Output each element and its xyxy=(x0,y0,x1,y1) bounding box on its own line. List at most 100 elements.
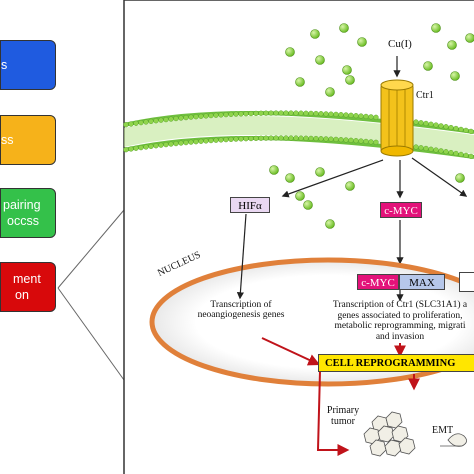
lipid-head xyxy=(268,110,274,116)
copper-ion xyxy=(303,200,313,210)
lipid-head xyxy=(433,147,439,153)
lipid-head xyxy=(133,145,139,151)
hif-box: HIFα xyxy=(230,197,270,213)
lipid-head xyxy=(338,137,344,143)
ctr1-text-line4: and invasion xyxy=(375,331,425,342)
lipid-head xyxy=(258,110,264,116)
copper-ion xyxy=(450,71,460,81)
primary-tumor-line1: Primary xyxy=(326,405,360,416)
arrow-ctr1-right xyxy=(411,157,468,197)
lipid-head xyxy=(173,140,179,147)
copper-ion xyxy=(269,165,279,175)
lipid-head xyxy=(323,111,329,117)
lipid-head xyxy=(203,113,209,119)
lipid-head xyxy=(453,125,459,132)
lipid-head xyxy=(308,110,314,116)
lipid-head xyxy=(463,127,469,133)
lipid-head xyxy=(413,144,419,150)
lipid-head xyxy=(243,136,249,142)
cmyc-box: c-MYC xyxy=(380,202,422,218)
copper-ion xyxy=(431,23,441,33)
lipid-head xyxy=(418,145,424,151)
lipid-head xyxy=(283,135,289,141)
primary-tumor-label: Primary tumor xyxy=(318,405,368,427)
legend-box-3-line2: occss xyxy=(7,214,39,228)
lipid-head xyxy=(458,151,464,158)
lipid-head xyxy=(133,120,139,126)
lipid-head xyxy=(288,110,294,116)
lipid-head xyxy=(313,135,319,142)
arrow-ctr1-to-hif xyxy=(281,159,384,198)
legend-box-1-text: s xyxy=(1,58,8,72)
lipid-head xyxy=(368,114,374,120)
copper-ion xyxy=(423,61,433,71)
lipid-head xyxy=(443,149,449,155)
copper-ion xyxy=(345,75,355,85)
lipid-head xyxy=(348,137,354,143)
copper-ions xyxy=(269,23,474,229)
legend-box-4-line2: on xyxy=(15,288,29,302)
lipid-head xyxy=(238,111,244,117)
lipid-head xyxy=(298,135,304,141)
lipid-head xyxy=(193,139,199,145)
lipid-head xyxy=(443,124,449,130)
copper-ion xyxy=(285,173,295,183)
lipid-head xyxy=(273,135,279,141)
legend-box-4: ment on xyxy=(0,262,56,312)
lipid-head xyxy=(153,118,159,124)
lipid-head xyxy=(343,137,349,143)
neo-text-line1: Transcription of xyxy=(210,300,272,310)
copper-ion xyxy=(465,33,474,43)
copper-ion xyxy=(295,77,305,87)
lipid-head xyxy=(138,145,144,151)
lipid-head xyxy=(358,113,364,119)
lipid-head xyxy=(413,119,419,125)
ctr1-text-line1: Transcription of Ctr1 (SLC31A1) a xyxy=(332,300,468,310)
lipid-head xyxy=(373,114,379,120)
lipid-head xyxy=(318,111,324,117)
lipid-head xyxy=(183,140,189,146)
lipid-head xyxy=(203,138,209,144)
legend-box-1: s xyxy=(0,40,56,90)
lipid-head xyxy=(278,135,284,141)
lipid-head xyxy=(168,141,174,147)
copper-ion xyxy=(325,219,335,229)
lipid-head xyxy=(318,136,324,142)
primary-tumor-cluster xyxy=(363,411,416,457)
lipid-head xyxy=(193,114,199,120)
lipid-head xyxy=(248,110,254,117)
lipid-head xyxy=(438,148,444,154)
lipid-head xyxy=(283,110,289,116)
lipid-head xyxy=(348,112,354,118)
ctr1-text-line3: metabolic reprogramming, migrati xyxy=(334,321,466,331)
copper-ion xyxy=(295,191,305,201)
copper-ion xyxy=(285,47,295,57)
lipid-head xyxy=(288,135,294,141)
lipid-head xyxy=(358,138,364,144)
lipid-head xyxy=(163,117,169,123)
ctr1-transcription-text: Transcription of Ctr1 (SLC31A1) a genes … xyxy=(306,300,474,342)
lipid-head xyxy=(233,136,239,142)
lipid-head xyxy=(423,120,429,127)
copper-ion xyxy=(315,55,325,65)
lipid-head xyxy=(273,110,279,116)
lipid-head xyxy=(333,136,339,142)
lipid-head xyxy=(218,112,224,118)
lipid-head xyxy=(328,111,334,117)
lipid-head xyxy=(433,122,439,128)
neo-text-line2: neoangiogenesis genes xyxy=(197,310,285,320)
lipid-head xyxy=(183,115,189,121)
lipid-head xyxy=(363,113,369,120)
lipid-head xyxy=(228,111,234,117)
lipid-head xyxy=(423,145,429,152)
copper-ion xyxy=(325,87,335,97)
emt-label: EMT xyxy=(432,425,454,436)
ctr1-text-line2: genes associated to proliferation, xyxy=(337,310,463,321)
lipid-head xyxy=(208,137,214,144)
lipid-head xyxy=(353,138,359,144)
lipid-head xyxy=(453,150,459,157)
lipid-head xyxy=(263,110,269,116)
lipid-head xyxy=(263,135,269,141)
lipid-head xyxy=(198,113,204,119)
lipid-head xyxy=(428,121,434,127)
